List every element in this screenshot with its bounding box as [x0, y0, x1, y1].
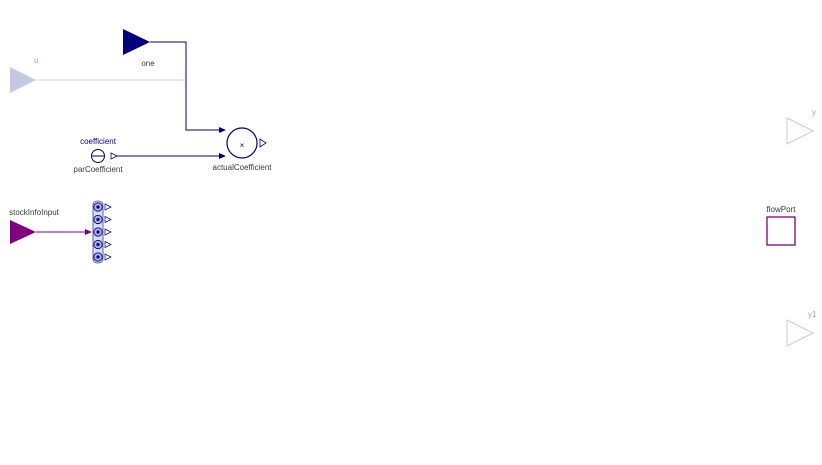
actual-coefficient-label: actualCoefficient	[213, 163, 273, 172]
output-y1-label: y1	[808, 310, 817, 319]
output-y-label: y	[812, 108, 816, 117]
par-coefficient-output-triangle-icon[interactable]	[110, 152, 118, 160]
bus-port-5[interactable]	[93, 252, 112, 262]
connection-one-to-product	[150, 41, 220, 131]
info-bus-connector[interactable]	[92, 200, 112, 264]
flow-port-square-icon[interactable]	[766, 216, 796, 246]
output-y-triangle-icon[interactable]	[786, 117, 815, 145]
bus-port-4[interactable]	[93, 239, 112, 250]
bus-port-2[interactable]	[93, 214, 112, 225]
stock-info-input-triangle-icon[interactable]	[10, 220, 36, 244]
arrowhead-coefficient-to-product	[219, 153, 226, 159]
stock-info-input-label: stockInfoInput	[9, 208, 60, 217]
bus-port-1[interactable]	[93, 202, 112, 212]
coefficient-label: coefficient	[80, 137, 117, 146]
input-u-triangle-icon[interactable]	[10, 67, 36, 93]
par-coefficient-label: parCoefficient	[73, 165, 123, 174]
product-output-triangle-icon[interactable]	[259, 138, 267, 148]
flow-port-label: flowPort	[767, 205, 797, 214]
bus-port-3[interactable]	[93, 227, 112, 237]
one-label: one	[141, 59, 155, 68]
arrowhead-stockinfo-to-bus	[85, 229, 92, 235]
input-u-label: u	[34, 56, 38, 65]
product-block-circle[interactable]	[226, 127, 258, 159]
arrowhead-one-to-product	[219, 127, 226, 133]
one-triangle-icon[interactable]	[123, 29, 150, 55]
product-multiply-icon: ×	[240, 141, 245, 150]
output-y1-triangle-icon[interactable]	[786, 319, 815, 347]
